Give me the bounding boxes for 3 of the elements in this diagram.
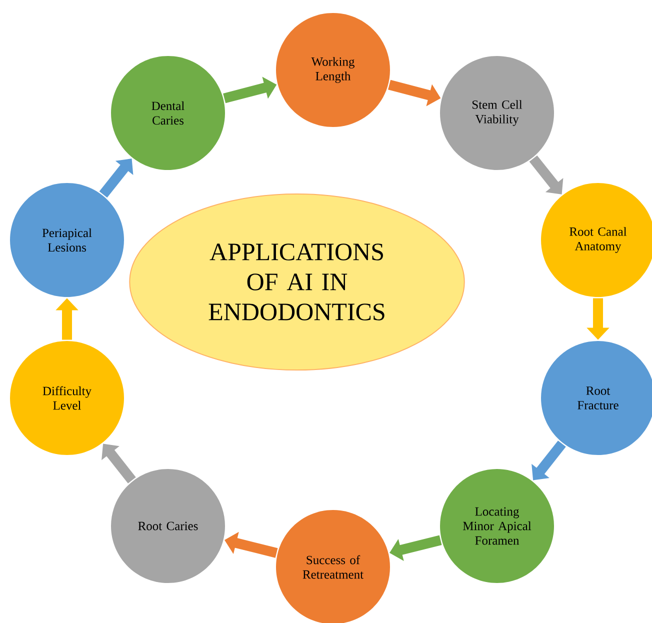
block-arrow: [102, 444, 136, 484]
block-arrow: [529, 155, 564, 194]
block-arrow: [532, 440, 566, 480]
